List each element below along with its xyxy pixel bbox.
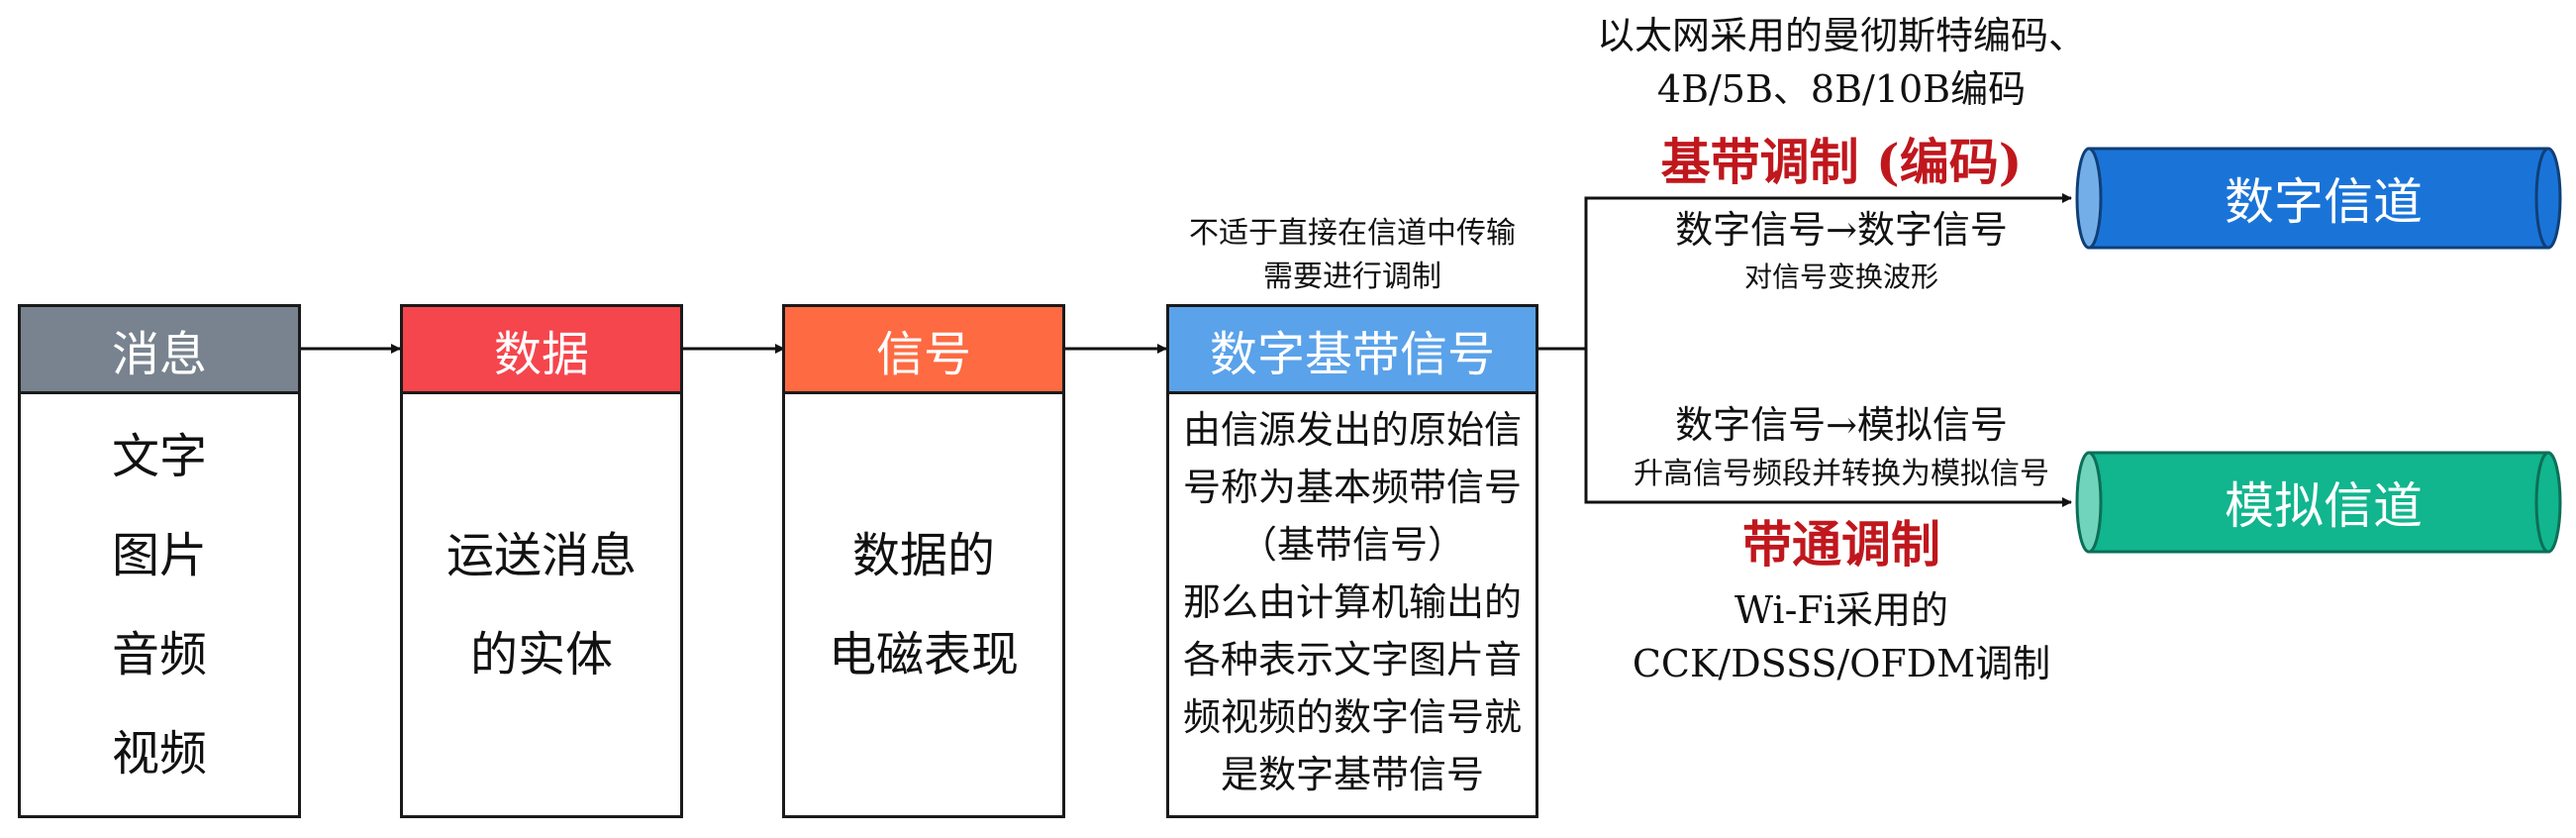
baseband-description-line: 那么由计算机输出的 [1182, 579, 1522, 624]
analog-channel-label: 模拟信道 [2225, 477, 2423, 535]
signal-box-title: 信号 [782, 304, 1065, 394]
bandpass-modulation-conversion: 数字信号→模拟信号 [1675, 403, 2008, 447]
message-line: 图片 [111, 527, 207, 583]
signal-line: 数据的 [851, 527, 995, 583]
data-line: 的实体 [469, 626, 613, 682]
branch-to-digital-channel [1584, 193, 2072, 349]
baseband-modulation-title: 基带调制 (编码) [1660, 133, 2023, 191]
baseband-note-line: 不适于直接在信道中传输 [1189, 216, 1516, 251]
baseband-modulation-example: 4B/5B、8B/10B编码 [1656, 67, 2027, 111]
baseband-modulation-example: 以太网采用的曼彻斯特编码、 [1596, 14, 2086, 57]
digital-channel-cylinder [2075, 147, 2562, 250]
baseband-description-line: 由信源发出的原始信 [1182, 407, 1522, 452]
baseband-description-line: 号称为基本频带信号 [1182, 465, 1522, 509]
data-line: 运送消息 [446, 527, 637, 583]
bandpass-modulation-example: CCK/DSSS/OFDM调制 [1632, 642, 2051, 685]
baseband-modulation-conversion: 数字信号→数字信号 [1675, 208, 2008, 252]
baseband-box-title: 数字基带信号 [1166, 304, 1538, 394]
baseband-description-line: 是数字基带信号 [1220, 752, 1484, 796]
branch-to-analog-channel [1584, 349, 2072, 507]
baseband-modulation-detail: 对信号变换波形 [1743, 261, 1938, 293]
message-line: 视频 [111, 725, 207, 782]
baseband-description-line: 频视频的数字信号就 [1182, 694, 1522, 739]
message-line: 音频 [111, 626, 207, 682]
bandpass-modulation-detail: 升高信号频段并转换为模拟信号 [1634, 457, 2049, 491]
bandpass-modulation-example: Wi-Fi采用的 [1734, 588, 1948, 632]
baseband-description-line: （基带信号） [1238, 522, 1465, 567]
baseband-note-line: 需要进行调制 [1263, 260, 1441, 294]
message-box-title: 消息 [18, 304, 301, 394]
data-box-title: 数据 [400, 304, 683, 394]
analog-channel-cylinder [2075, 451, 2562, 554]
message-line: 文字 [111, 428, 207, 484]
signal-line: 电磁表现 [828, 626, 1019, 682]
baseband-description-line: 各种表示文字图片音 [1182, 637, 1522, 681]
digital-channel-label: 数字信道 [2225, 173, 2423, 231]
bandpass-modulation-title: 带通调制 [1742, 515, 1940, 574]
